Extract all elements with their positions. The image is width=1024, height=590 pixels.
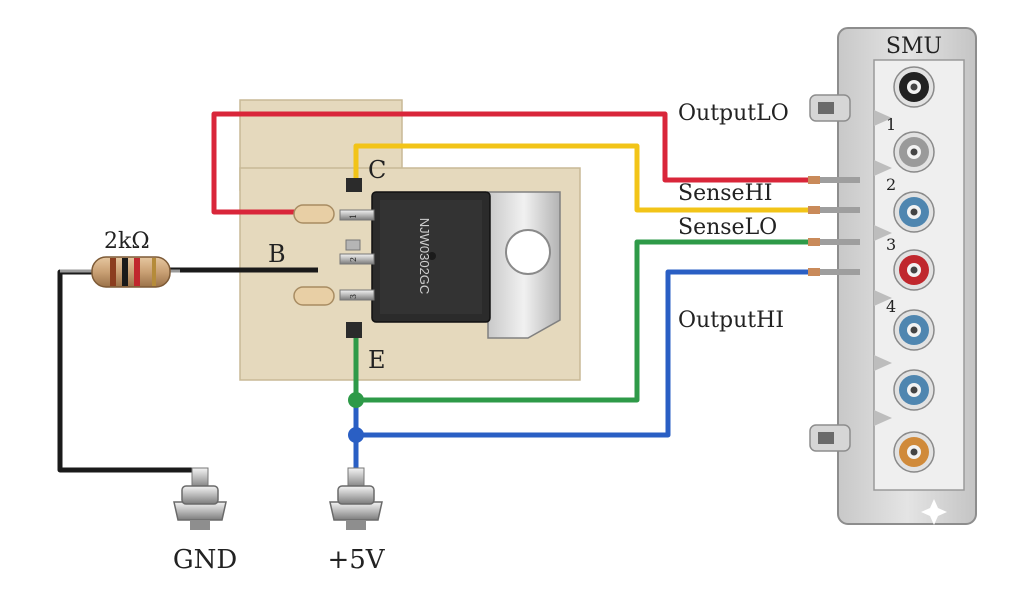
output-lo-label: OutputLO [678, 101, 789, 126]
sense-lo-label: SenseLO [678, 215, 777, 240]
smu-wire-pins [808, 176, 860, 276]
smu-jack-5[interactable] [893, 309, 935, 351]
smu-jack-2[interactable] [893, 131, 935, 173]
smu-jack-1[interactable] [893, 66, 935, 108]
gnd-wire [57, 269, 203, 478]
sense-hi-wire [353, 143, 818, 213]
smu-channel-1: 1 [886, 115, 896, 134]
emitter-label: E [368, 346, 386, 374]
junction-node-sense-lo [348, 392, 364, 408]
part-number-label: NJW0302GC [417, 218, 432, 295]
sense-hi-label: SenseHI [678, 181, 772, 206]
transistor: NJW0302GC 1 2 3 [293, 178, 561, 339]
vplus-terminal [329, 467, 383, 530]
smu-jack-7[interactable] [893, 431, 935, 473]
gnd-label: GND [173, 545, 237, 575]
collector-label: C [368, 156, 386, 184]
output-lo-wire [211, 111, 818, 215]
gnd-terminal [173, 467, 227, 530]
pin-number-1: 1 [349, 214, 358, 219]
vplus-label: +5V [327, 545, 385, 575]
smu-channel-3: 3 [886, 235, 896, 254]
junction-node-output-hi [348, 427, 364, 443]
output-hi-label: OutputHI [678, 308, 784, 333]
pin-number-2: 2 [349, 257, 358, 262]
resistor [60, 256, 180, 288]
output-hi-wire [356, 269, 818, 438]
base-label: B [268, 240, 286, 268]
pin-number-3: 3 [349, 294, 358, 299]
sense-lo-wire [356, 239, 818, 403]
smu-jacks [893, 66, 935, 473]
smu-jack-3[interactable] [893, 191, 935, 233]
smu-title: SMU [886, 34, 942, 59]
smu-connector-housing [809, 27, 977, 525]
smu-jack-6[interactable] [893, 369, 935, 411]
smu-jack-4[interactable] [893, 249, 935, 291]
resistor-value-label: 2kΩ [104, 229, 150, 254]
smu-channel-4: 4 [886, 297, 896, 316]
smu-channel-2: 2 [886, 175, 896, 194]
